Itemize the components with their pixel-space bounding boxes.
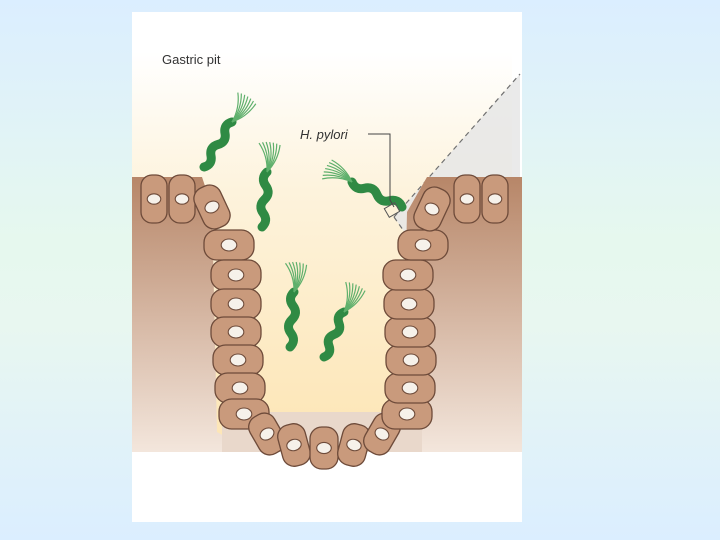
- epithelial-cell: [386, 345, 436, 375]
- gastric-pit-label: Gastric pit: [162, 52, 221, 67]
- cell-nucleus: [175, 194, 189, 204]
- bacterium-body: [261, 172, 268, 227]
- cell-nucleus: [147, 194, 161, 204]
- epithelial-cell: [141, 175, 167, 223]
- cell-nucleus: [228, 326, 244, 338]
- cell-nucleus: [402, 326, 418, 338]
- cell-nucleus: [400, 269, 416, 281]
- epithelial-cell: [204, 230, 254, 260]
- bacterium-body: [288, 292, 295, 347]
- cell-nucleus: [236, 408, 252, 420]
- cell-nucleus: [399, 408, 415, 420]
- epithelial-cell: [385, 317, 435, 347]
- cell-nucleus: [232, 382, 248, 394]
- epithelial-cell: [213, 345, 263, 375]
- cell-nucleus: [228, 298, 244, 310]
- figure-panel: Gastric pit H. pylori: [132, 12, 522, 522]
- epithelial-cell: [310, 427, 338, 469]
- cell-nucleus: [221, 239, 237, 251]
- cell-nucleus: [402, 382, 418, 394]
- epithelial-cell: [454, 175, 480, 223]
- epithelial-cell: [211, 317, 261, 347]
- epithelial-cell: [398, 230, 448, 260]
- cell-nucleus: [317, 442, 332, 453]
- cell-nucleus: [403, 354, 419, 366]
- cell-nucleus: [228, 269, 244, 281]
- epithelial-cell: [482, 175, 508, 223]
- cell-nucleus: [230, 354, 246, 366]
- cell-nucleus: [488, 194, 502, 204]
- epithelial-cell: [385, 373, 435, 403]
- h-pylori-label: H. pylori: [300, 127, 349, 142]
- cell-nucleus: [401, 298, 417, 310]
- gastric-pit-diagram: Gastric pit H. pylori: [132, 12, 522, 522]
- epithelial-cell: [169, 175, 195, 223]
- cell-nucleus: [460, 194, 474, 204]
- epithelial-cell: [383, 260, 433, 290]
- epithelial-cell: [384, 289, 434, 319]
- epithelial-cell: [211, 289, 261, 319]
- cell-nucleus: [415, 239, 431, 251]
- epithelial-cell: [211, 260, 261, 290]
